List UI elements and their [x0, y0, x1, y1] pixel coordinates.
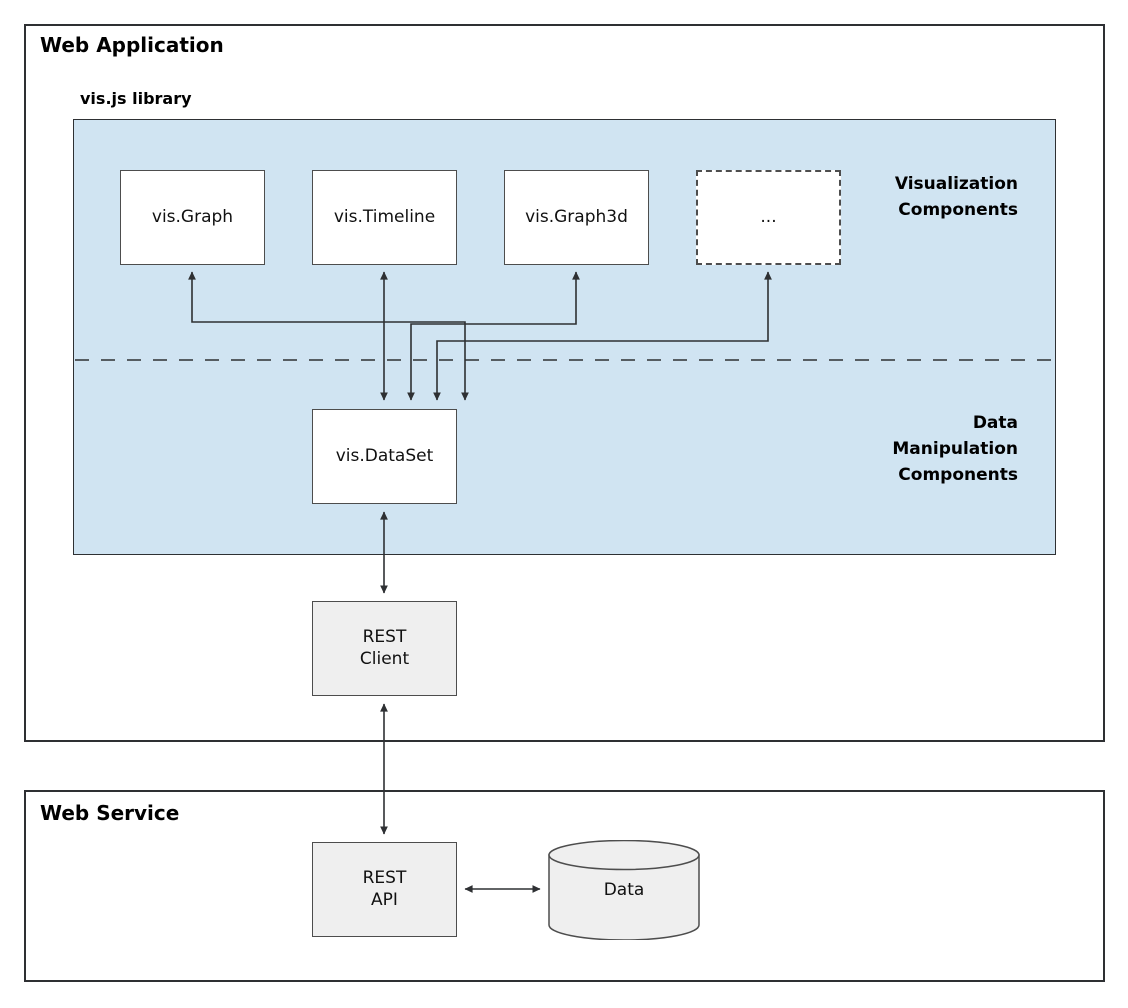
node-more-components[interactable]: ...	[696, 170, 841, 265]
node-vis-timeline[interactable]: vis.Timeline	[312, 170, 457, 265]
band-label-visualization-components: Visualization Components	[894, 174, 1018, 220]
node-vis-graph[interactable]: vis.Graph	[120, 170, 265, 265]
cylinder-shape	[548, 839, 700, 941]
node-data-store[interactable]: Data	[548, 839, 700, 941]
node-vis-dataset[interactable]: vis.DataSet	[312, 409, 457, 504]
container-web-application-title: Web Application	[40, 33, 224, 57]
node-rest-api[interactable]: REST API	[312, 842, 457, 937]
container-web-service-title: Web Service	[40, 801, 180, 825]
vis-js-library-title: vis.js library	[80, 89, 192, 108]
node-rest-client[interactable]: REST Client	[312, 601, 457, 696]
node-vis-graph3d[interactable]: vis.Graph3d	[504, 170, 649, 265]
band-label-data-manipulation-components: Data Manipulation Components	[892, 413, 1018, 485]
